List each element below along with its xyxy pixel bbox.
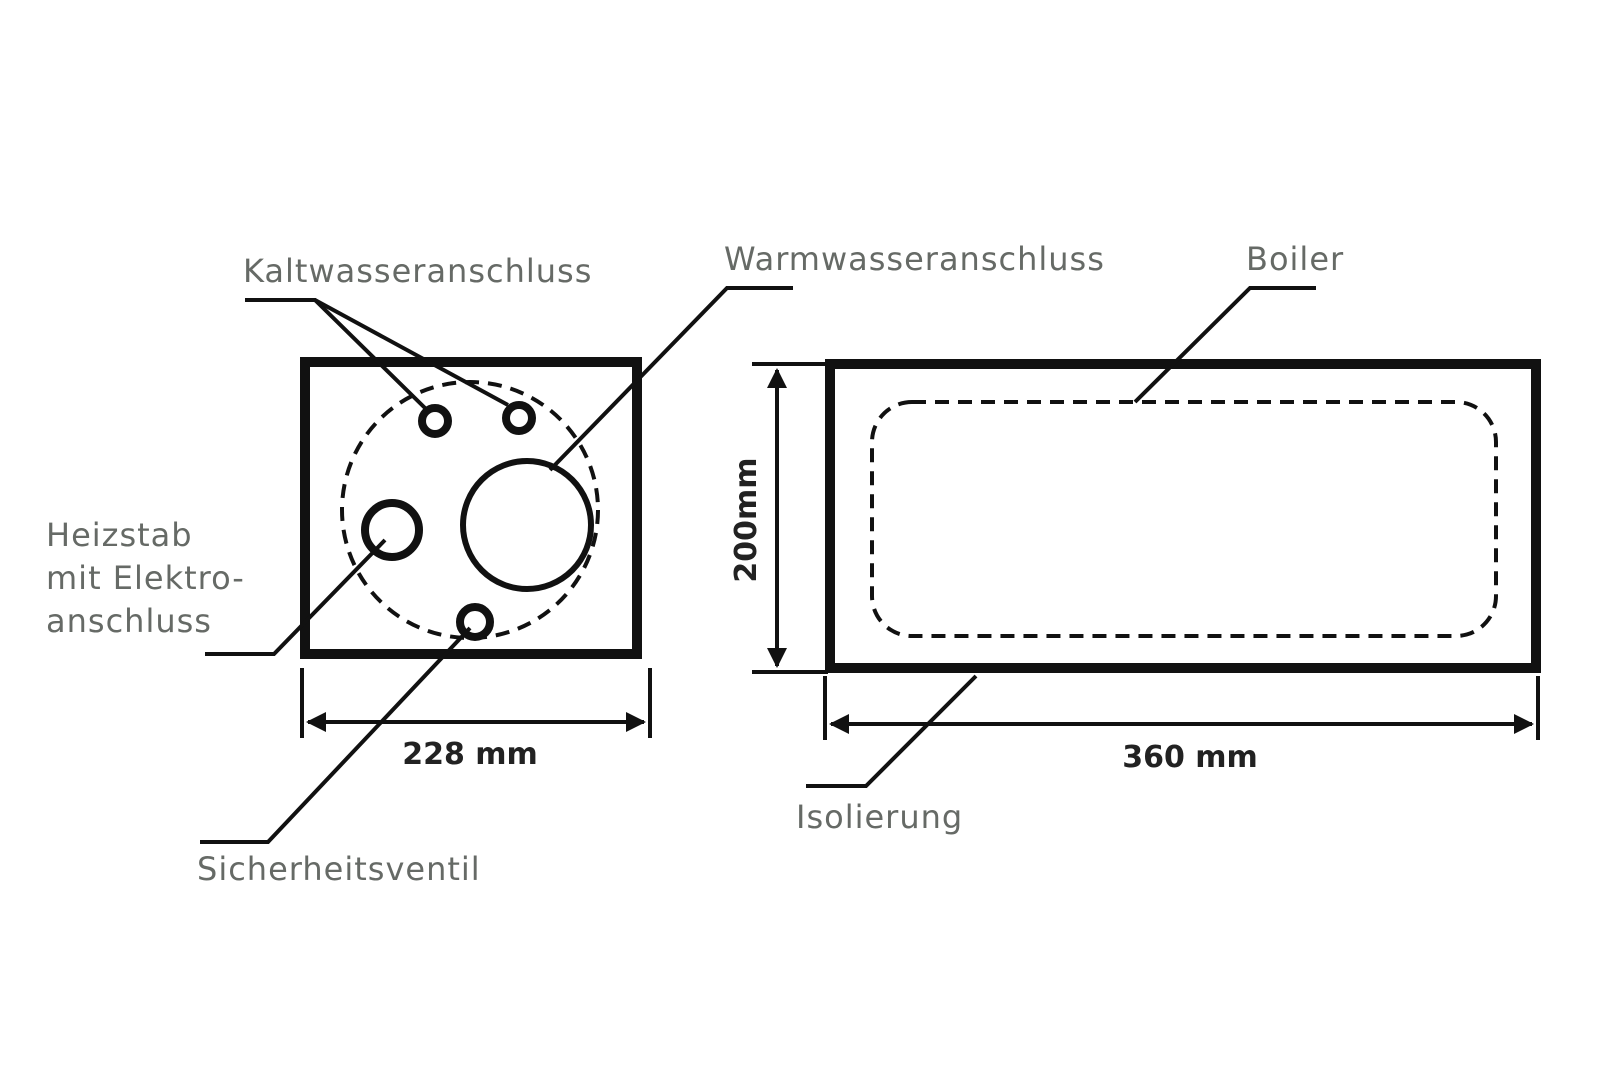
front-view: 228 mm — [200, 286, 793, 844]
boiler-label: Boiler — [1246, 240, 1344, 278]
cold-water-connection-right — [502, 401, 536, 435]
boiler-leader — [1133, 286, 1316, 404]
heizstab-label-line2: mit Elektro- — [46, 559, 245, 597]
isolierung-label: Isolierung — [796, 798, 963, 836]
kaltwasser-leader — [245, 298, 427, 410]
side-view-housing — [825, 359, 1541, 673]
front-width-dimension-label: 228 mm — [402, 737, 538, 772]
sicherheitsventil-label: Sicherheitsventil — [197, 850, 481, 888]
front-view-housing — [300, 357, 642, 659]
side-view: 200mm 360 mm — [729, 286, 1541, 788]
warmwasseranschluss-label: Warmwasseranschluss — [724, 240, 1105, 278]
heizstab-leader — [205, 538, 387, 656]
kaltwasser-leader-branch — [314, 298, 509, 407]
safety-valve-connection — [456, 603, 494, 641]
cold-water-connection-left — [418, 404, 452, 438]
heating-rod-connection — [361, 499, 423, 561]
height-dimension-label: 200mm — [729, 457, 764, 582]
sicherheitsventil-leader — [200, 626, 472, 844]
warm-water-connection — [460, 458, 594, 592]
warmwasser-leader — [548, 286, 793, 472]
boiler-dashed-outline — [870, 400, 1498, 638]
heizstab-label-line1: Heizstab — [46, 516, 193, 554]
heizstab-label-line3: anschluss — [46, 602, 212, 640]
side-length-dimension-label: 360 mm — [1122, 740, 1258, 775]
isolierung-leader — [806, 674, 978, 788]
kaltwasseranschluss-label: Kaltwasseranschluss — [243, 252, 592, 290]
front-view-dashed-tank-outline — [340, 380, 600, 640]
